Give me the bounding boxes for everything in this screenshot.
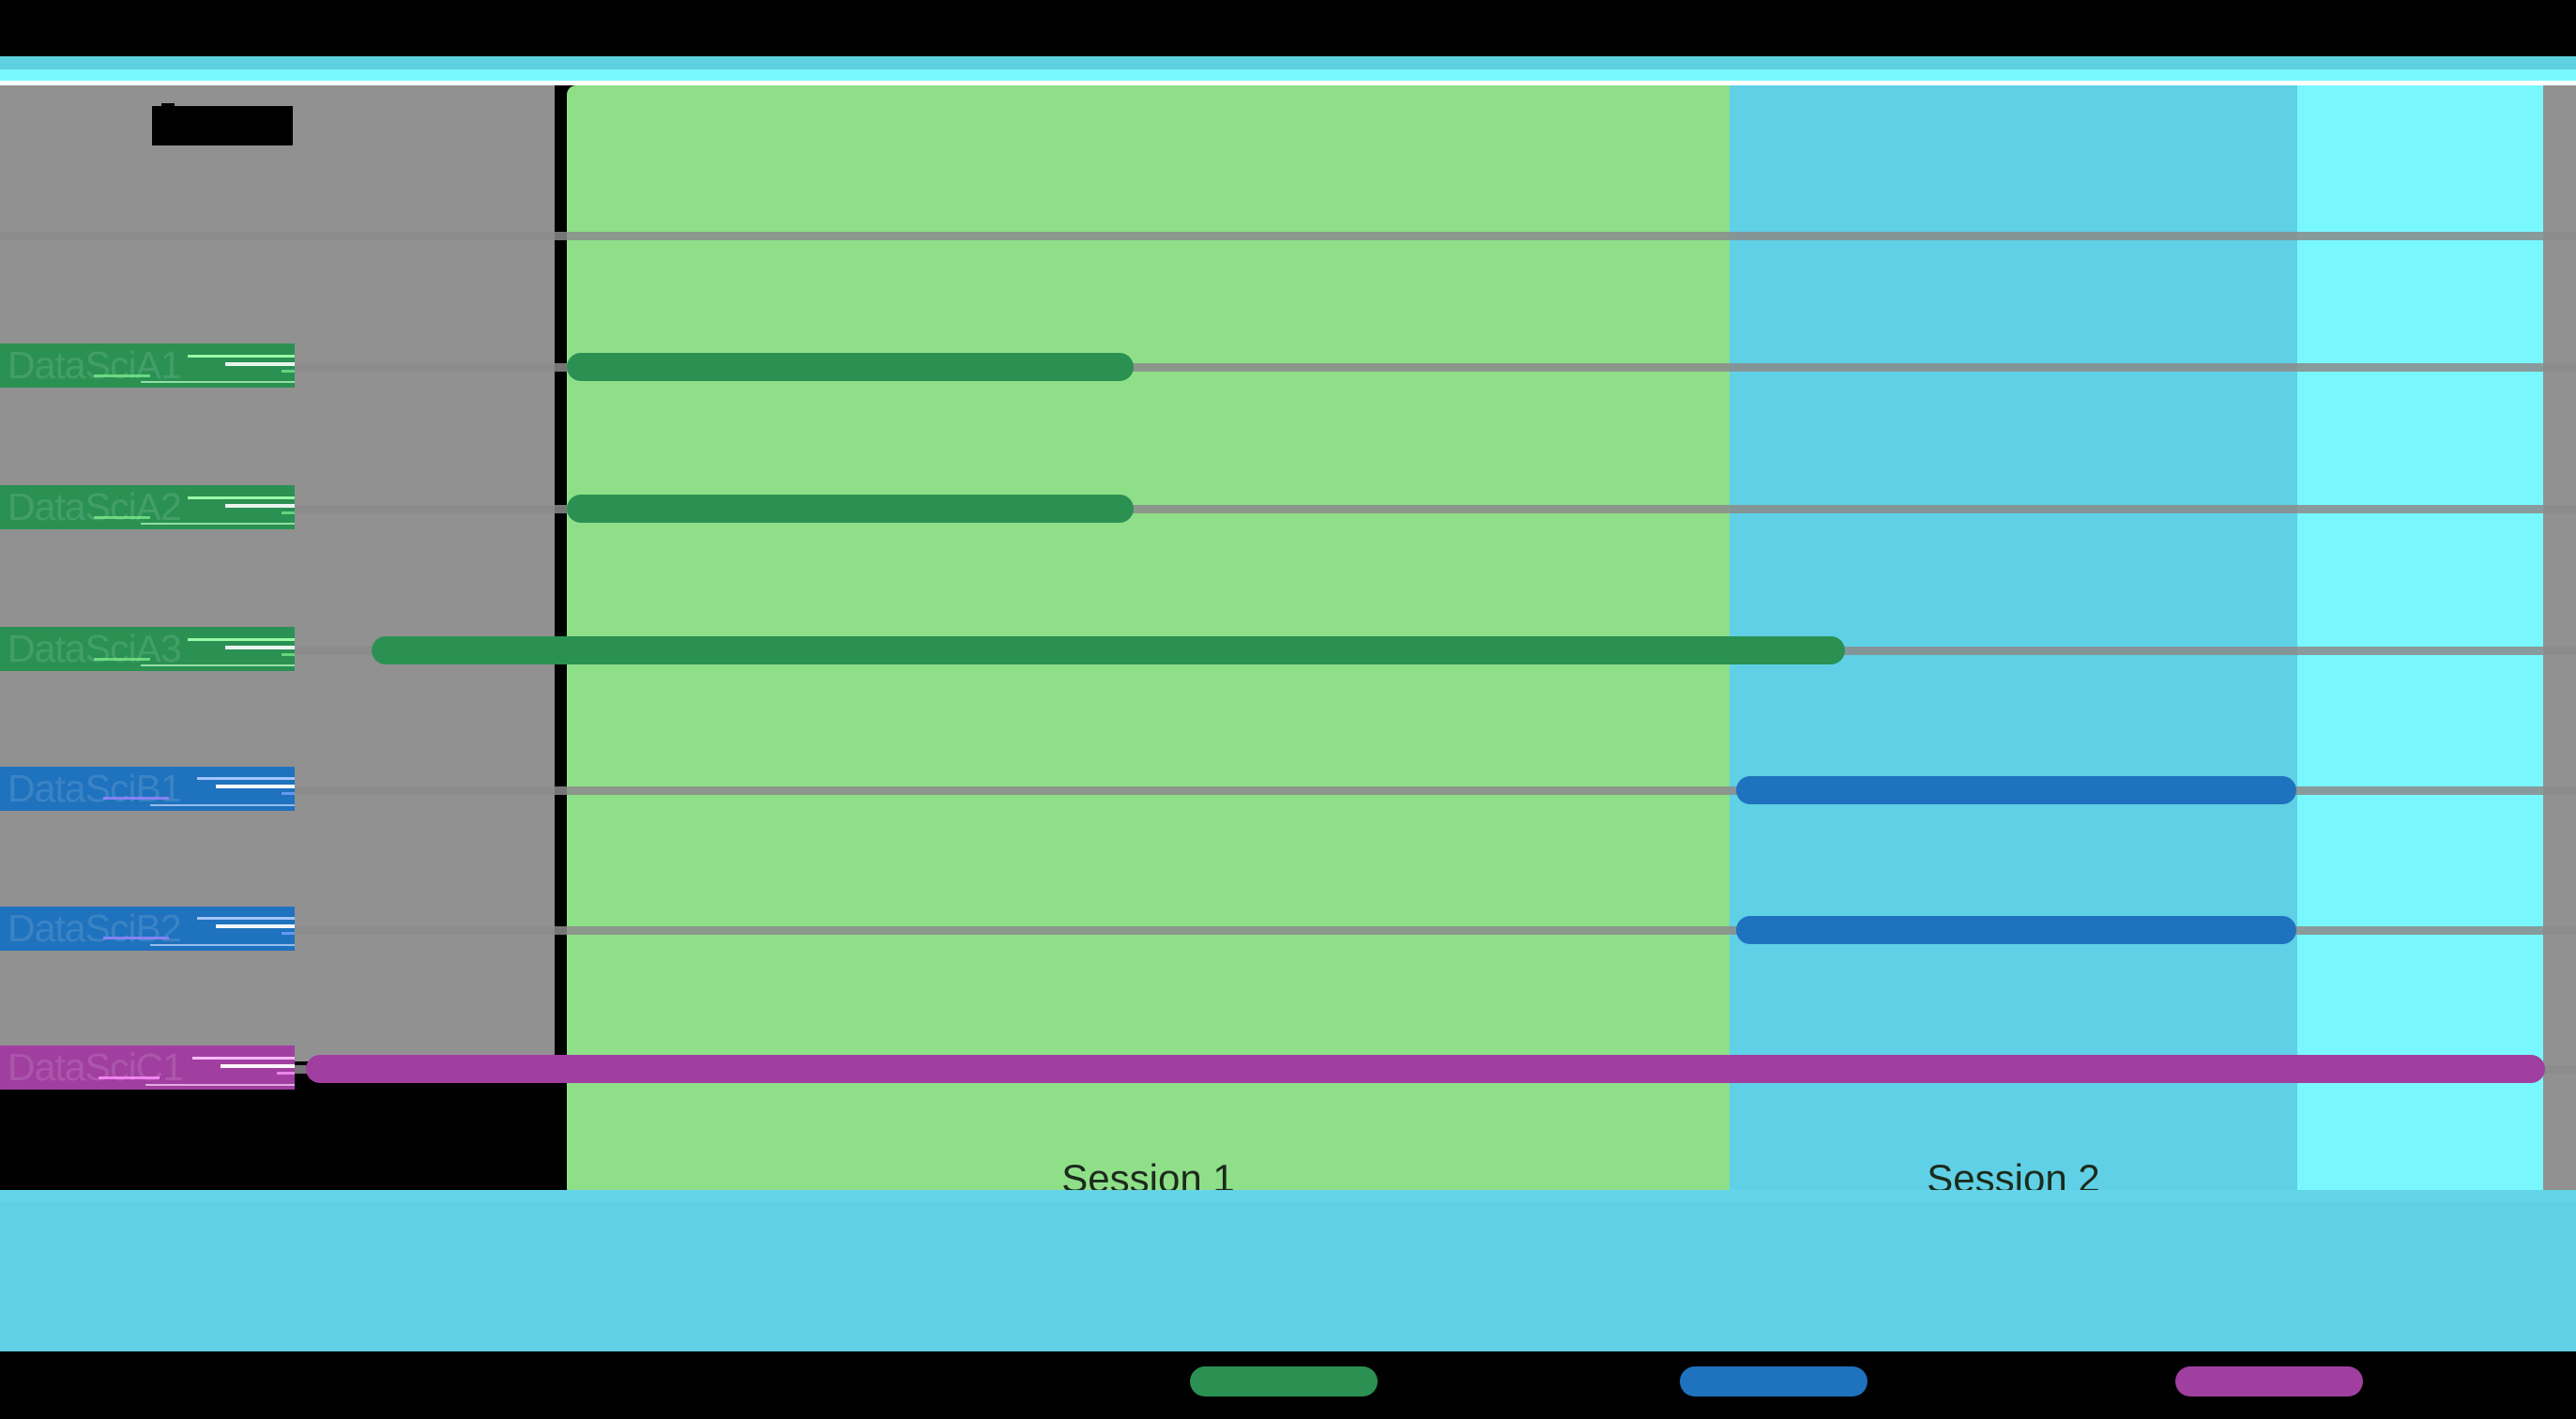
legend-swatch-blue [1680,1366,1867,1396]
y-axis-label-row-2[interactable]: DataSciA3 [0,627,295,671]
header-divider [0,81,2576,85]
y-axis-label-row-3-text: DataSciB1 [8,767,182,810]
task-bar-row-0[interactable] [567,353,1134,381]
y-axis-label-row-1-text: DataSciA2 [8,485,182,528]
gridline-1 [0,363,2576,372]
chart-title [152,106,293,145]
header-accent-strip-2 [0,69,2576,81]
legend-item-group-a[interactable]: Group A [1190,1363,1443,1400]
task-bar-row-3[interactable] [1736,776,2296,804]
y-axis-label-row-0[interactable]: DataSciA1 [0,343,295,388]
legend-swatch-magenta [2175,1366,2363,1396]
top-chrome-bar [0,0,2576,56]
y-axis-label-row-4-text: DataSciB2 [8,907,182,950]
y-axis-label-row-3[interactable]: DataSciB1 [0,767,295,811]
y-axis-label-row-5-text: DataSciC1 [8,1045,184,1089]
y-axis-label-row-4[interactable]: DataSciB2 [0,907,295,951]
task-bar-row-4[interactable] [1736,916,2296,944]
axis-panel-right [2543,85,2576,1234]
header-accent-strip [0,56,2576,69]
legend-swatch-green [1190,1366,1378,1396]
gridline-0 [0,232,2576,240]
gridline-5 [0,926,2576,935]
chart-title-notch [161,103,175,111]
y-axis-label-row-0-text: DataSciA1 [8,343,182,387]
session-band-3 [2297,85,2543,1198]
task-bar-row-2[interactable] [372,636,1845,664]
gridline-2 [0,505,2576,513]
legend-label-group-b: Group B [1680,1363,1785,1400]
legend-label-group-c: Group C [2175,1363,2281,1400]
y-axis-label-row-2-text: DataSciA3 [8,627,182,670]
footer-accent-strip [0,1190,2576,1201]
y-axis-label-row-5[interactable]: DataSciC1 [0,1045,295,1090]
legend-item-group-b[interactable]: Group B [1680,1363,1933,1400]
legend-label-group-a: Group A [1190,1363,1293,1400]
footer-band [0,1201,2576,1351]
axis-panel-left [0,85,555,1061]
chart-stage: Session 1 Session 2 DataSciA1 DataSciA2 … [0,85,2576,1234]
legend-item-group-c[interactable]: Group C [2175,1363,2429,1400]
task-bar-row-5[interactable] [306,1055,2545,1083]
gridline-4 [0,786,2576,795]
y-axis-label-row-1[interactable]: DataSciA2 [0,485,295,529]
task-bar-row-1[interactable] [567,495,1134,523]
